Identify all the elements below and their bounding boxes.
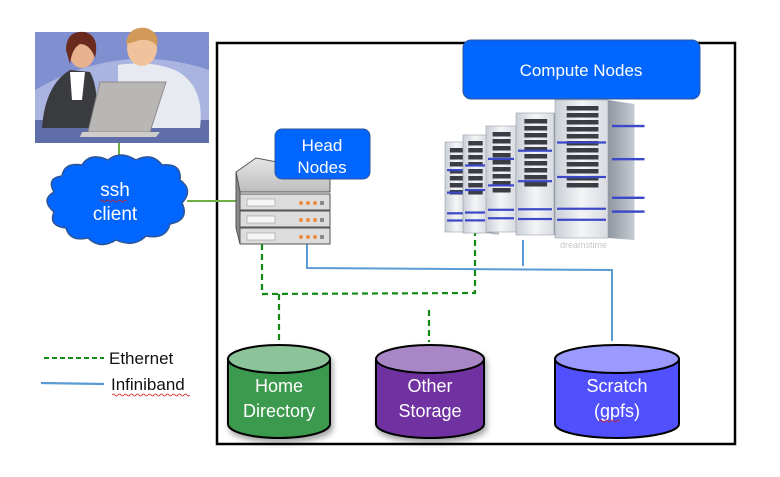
ssh-client-cloud: ssh client (46, 154, 189, 246)
legend-label: Infiniband (111, 375, 185, 394)
ethernet-links (260, 232, 477, 343)
compute-nodes-text: Compute Nodes (520, 61, 643, 80)
legend: Ethernet Infiniband (40, 349, 191, 397)
legend-swatch-solid (40, 381, 105, 386)
storage-other-storage: Other Storage (375, 344, 485, 439)
ssh-client-line2: client (93, 204, 138, 225)
storage-label-line2: Storage (398, 401, 461, 421)
head-nodes-label: Head Nodes (274, 128, 371, 180)
head-nodes-line1: Head (302, 136, 343, 155)
server-unit (239, 227, 331, 245)
legend-label: Ethernet (109, 349, 174, 368)
server-unit (239, 193, 331, 211)
ssh-client-line1: ssh (100, 180, 130, 201)
server-unit (239, 210, 331, 228)
infiniband-links (306, 240, 613, 341)
users-illustration (35, 27, 209, 143)
spellcheck-underline (111, 393, 191, 397)
storage-label-line1: Scratch (586, 376, 647, 396)
storage-label-line1: Home (255, 376, 303, 396)
legend-item-infiniband: Infiniband (40, 375, 191, 397)
head-nodes-line2: Nodes (297, 158, 346, 177)
storage-label-line2: (gpfs) (594, 401, 640, 421)
watermark: dreamstime (560, 240, 607, 250)
spellcheck-underline (99, 199, 128, 203)
spellcheck-underline (598, 419, 621, 423)
storage-label-line1: Other (407, 376, 452, 396)
storage-label-line2: Directory (243, 401, 315, 421)
compute-tower (554, 99, 645, 240)
legend-item-ethernet: Ethernet (44, 349, 174, 368)
compute-nodes-label: Compute Nodes (462, 39, 701, 100)
storage-home-directory: Home Directory (227, 344, 331, 439)
compute-node-towers (444, 99, 645, 240)
storage-scratch-gpfs: Scratch (gpfs) (554, 344, 680, 439)
cloud-icon (46, 154, 189, 246)
